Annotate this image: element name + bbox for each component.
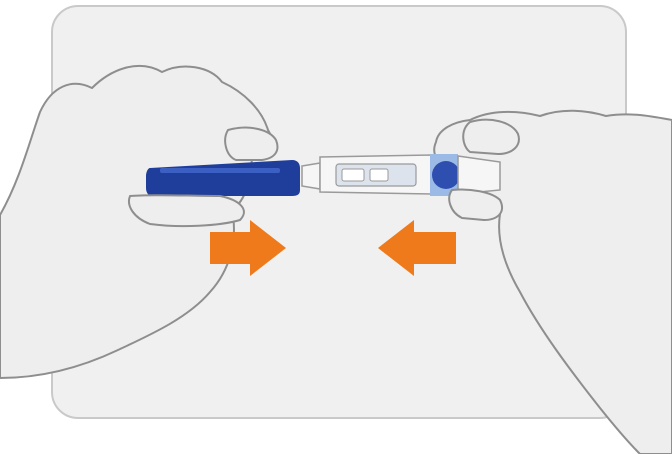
left-hand-fingers xyxy=(129,195,244,226)
